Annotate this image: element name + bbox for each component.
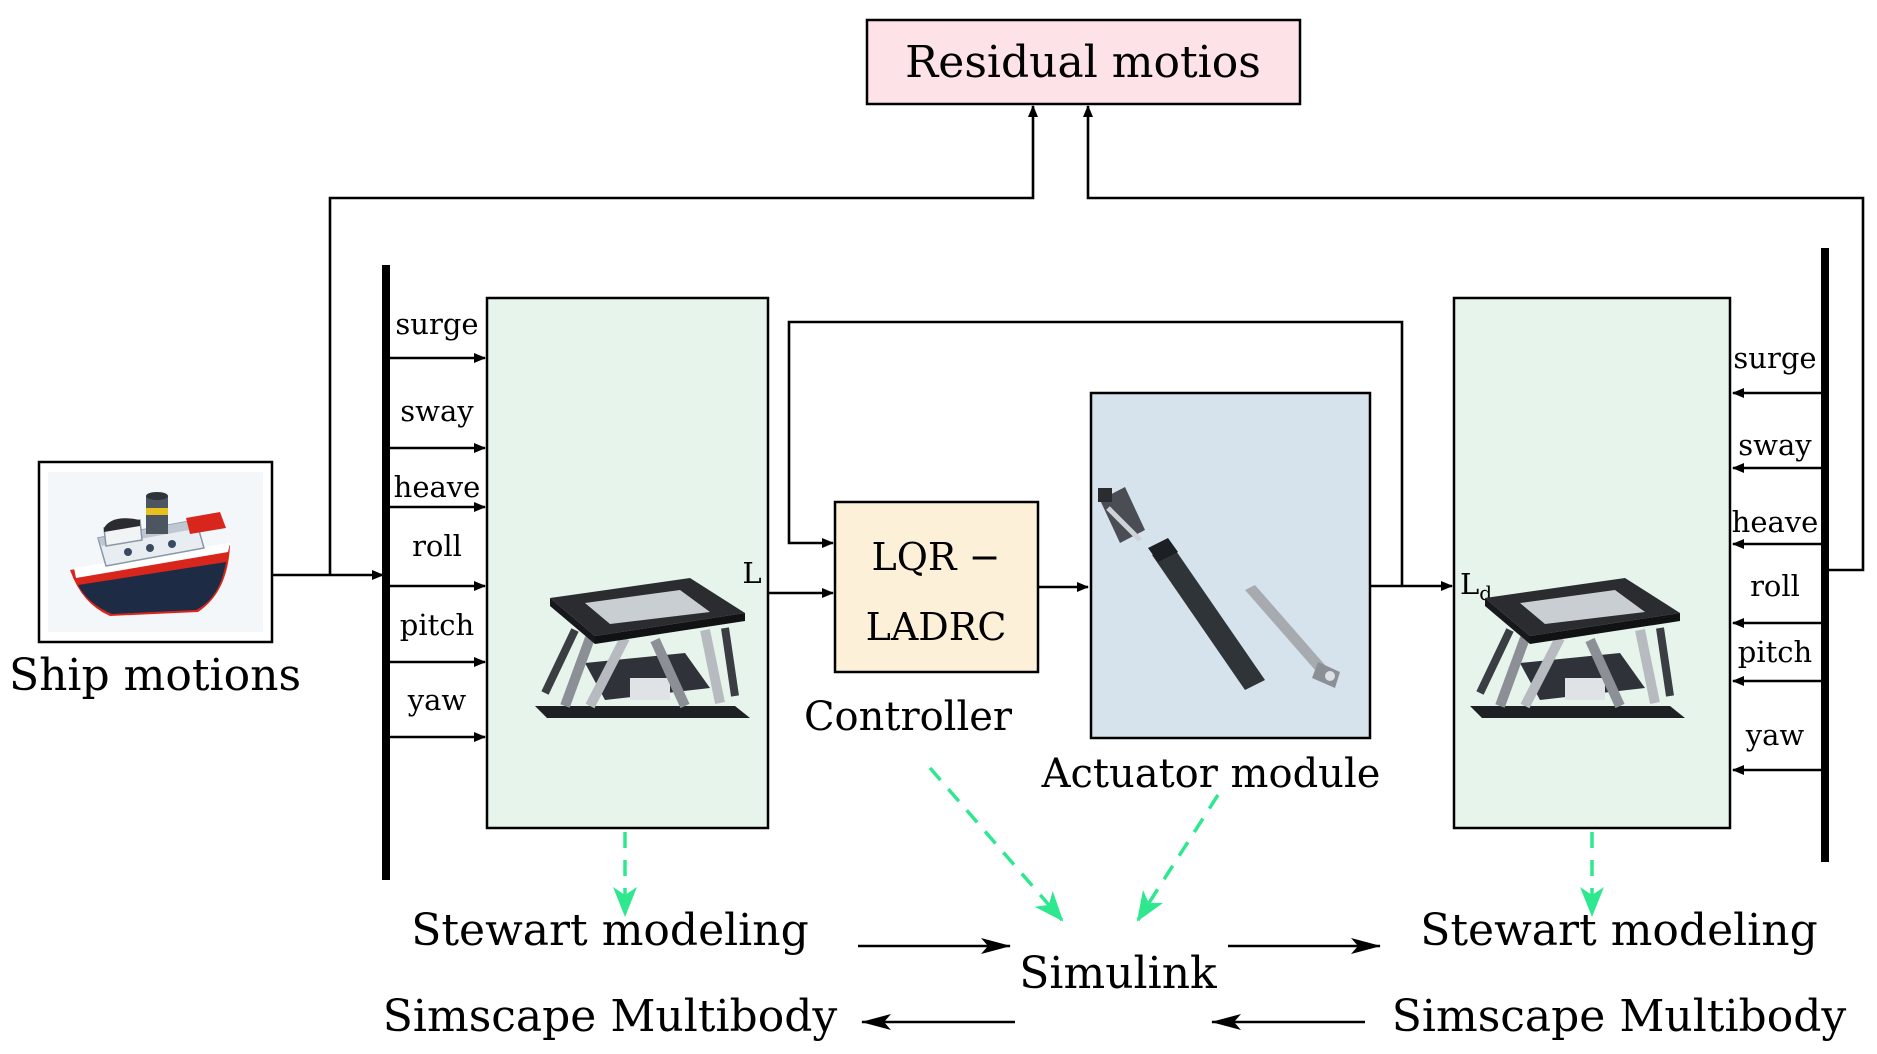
right-signal-heave: heave	[1732, 505, 1819, 539]
left-signal-sway: sway	[400, 394, 474, 428]
right-residual-wire	[1083, 105, 1865, 572]
right-stewart-box	[1452, 296, 1732, 830]
actuator-block: Actuator module	[1041, 391, 1381, 797]
right-stewart-modeling-label: Stewart modeling	[1420, 905, 1818, 956]
left-signal-surge: surge	[395, 307, 478, 341]
actuator-dashed-arrow	[1136, 794, 1220, 922]
ld-feedback-wire	[787, 320, 1404, 586]
left-stewart-block: L	[485, 296, 770, 830]
controller-line1: LQR −	[872, 535, 1001, 579]
right-platform-input-label: Ld	[1460, 567, 1492, 605]
residual-motions-block: Residual motios	[865, 18, 1302, 106]
controller-box	[833, 500, 1040, 674]
simulink-label: Simulink	[1019, 948, 1217, 999]
actuator-caption: Actuator module	[1041, 751, 1381, 797]
right-signal-roll: roll	[1750, 569, 1800, 603]
controller-caption: Controller	[804, 694, 1013, 740]
right-simscape-label: Simscape Multibody	[1392, 991, 1847, 1042]
left-signal-yaw: yaw	[407, 683, 467, 717]
right-signal-sway: sway	[1738, 428, 1812, 462]
ship-icon	[48, 472, 263, 632]
controller-dashed-arrow	[928, 766, 1064, 922]
left-simscape-label: Simscape Multibody	[383, 991, 838, 1042]
right-signal-arrows	[1732, 388, 1822, 775]
left-residual-wire	[328, 105, 1038, 575]
linear-actuator-icon	[1098, 487, 1340, 690]
right-signal-pitch: pitch	[1738, 635, 1812, 669]
right-stewart-block: Ld	[1452, 296, 1732, 830]
left-platform-output-label: L	[742, 556, 761, 590]
controller-line2: LADRC	[866, 605, 1007, 649]
ship-motions-label: Ship motions	[9, 650, 301, 701]
left-signal-roll: roll	[412, 529, 462, 563]
controller-block: LQR − LADRC Controller	[804, 500, 1040, 740]
residual-motions-label: Residual motios	[905, 37, 1261, 88]
right-signal-surge: surge	[1733, 341, 1816, 375]
left-signal-arrows	[389, 353, 486, 742]
stewart-platform-icon	[535, 578, 750, 718]
left-signal-heave: heave	[394, 470, 481, 504]
actuator-box	[1089, 391, 1372, 740]
right-signal-yaw: yaw	[1745, 718, 1805, 752]
right-platform-input-main: L	[1460, 567, 1479, 601]
ship-motions-block: Ship motions	[9, 460, 301, 701]
left-stewart-box	[485, 296, 770, 830]
stewart-platform-icon-right	[1470, 578, 1685, 718]
left-signal-pitch: pitch	[400, 608, 474, 642]
residual-motions-box	[865, 18, 1302, 106]
left-stewart-modeling-label: Stewart modeling	[411, 905, 809, 956]
